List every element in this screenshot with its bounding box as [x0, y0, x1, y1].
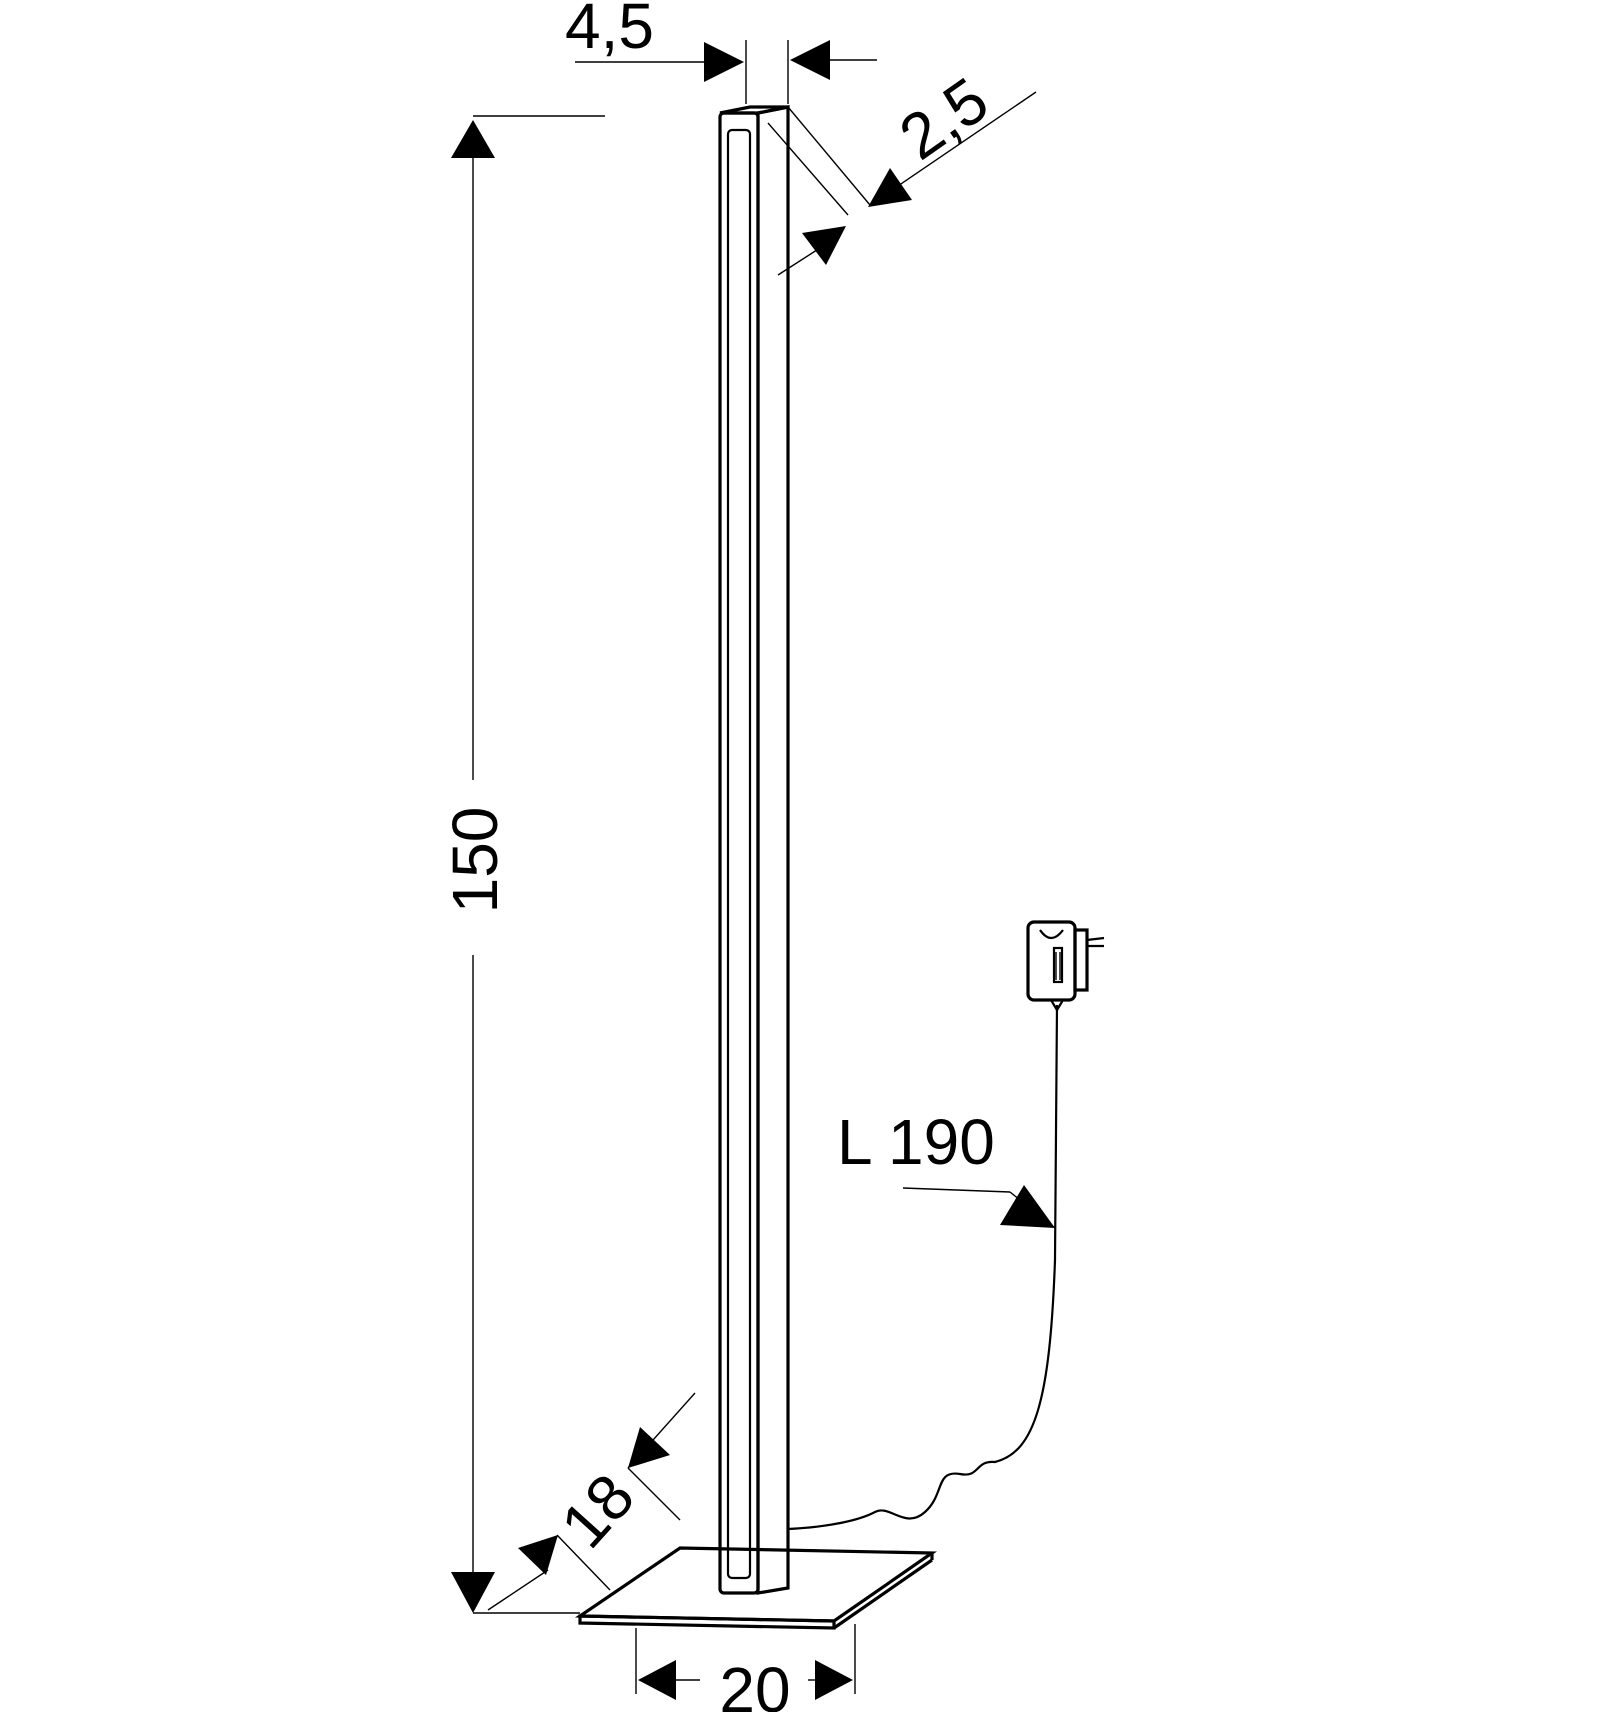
- cable-length-label: L 190: [837, 1106, 995, 1178]
- top-width-label: 4,5: [565, 0, 654, 62]
- arrow-head: [638, 1660, 676, 1700]
- arrow-head: [451, 120, 495, 158]
- base-width-label: 20: [719, 1654, 790, 1712]
- arrow-head: [518, 1535, 558, 1575]
- lamp-base: [574, 1546, 937, 1630]
- base-width-dimension: [635, 1624, 856, 1700]
- cable-length-callout: [902, 1185, 1056, 1229]
- arrow-head: [868, 168, 912, 207]
- arrow-head: [815, 1660, 853, 1700]
- lamp-pole: [718, 105, 790, 1595]
- top-depth-dimension: [767, 91, 1037, 276]
- plug-adapter: [1026, 920, 1105, 1011]
- height-label: 150: [439, 807, 511, 914]
- top-depth-label: 2,5: [887, 63, 1001, 173]
- arrow-head: [1000, 1185, 1055, 1228]
- top-width-dimension: [575, 40, 877, 104]
- power-cable: [787, 1004, 1059, 1531]
- height-dimension: [451, 115, 605, 1614]
- base-depth-dimension: [487, 1392, 696, 1611]
- arrow-head: [802, 226, 846, 265]
- base-depth-label: 18: [547, 1460, 648, 1561]
- arrow-head: [628, 1427, 670, 1468]
- arrow-head: [790, 40, 830, 80]
- arrow-head: [451, 1572, 495, 1613]
- arrow-head: [704, 42, 744, 82]
